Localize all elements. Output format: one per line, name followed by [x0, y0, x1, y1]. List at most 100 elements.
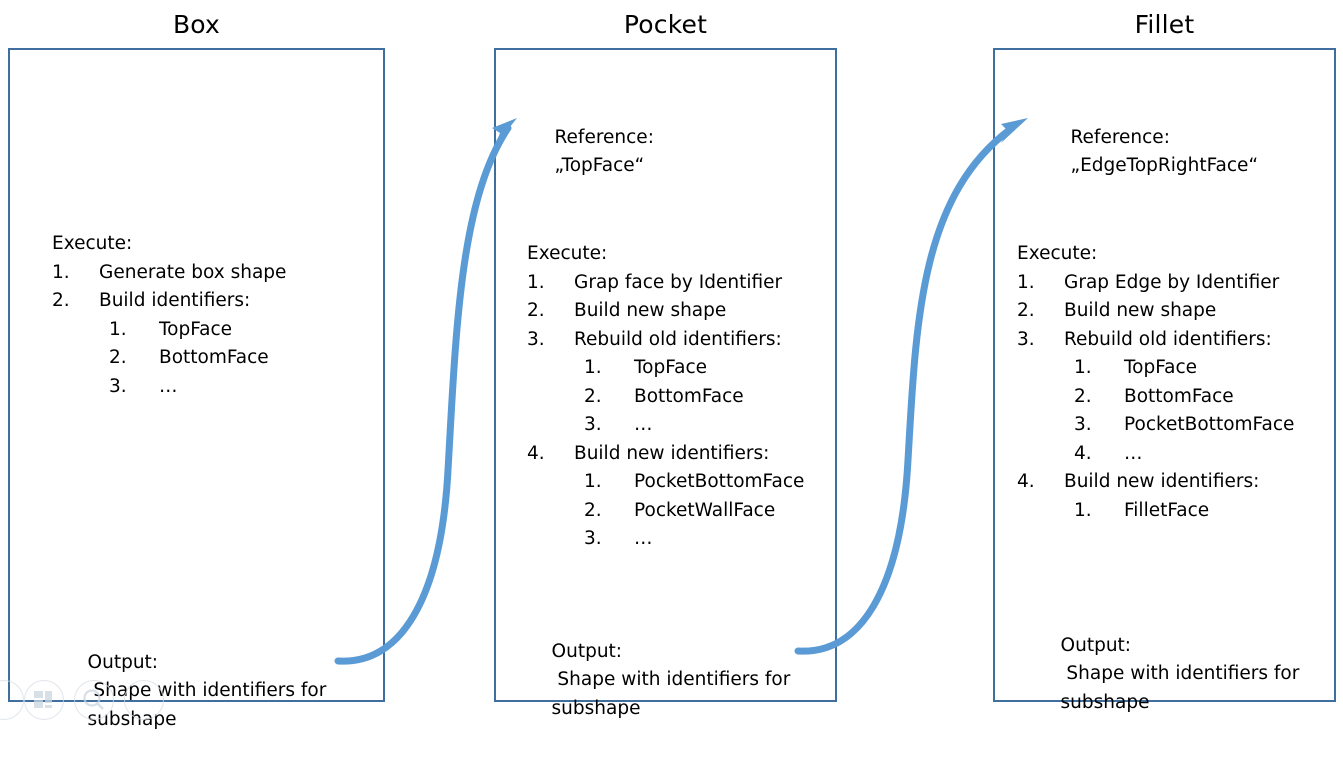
fillet-substep-3-4-number: 4. [1074, 442, 1092, 464]
fillet-substep-3-1: 1. TopFace [1074, 354, 1294, 383]
fillet-substep-3-2-text: BottomFace [1124, 385, 1234, 407]
pocket-step-2-number: 2. [527, 300, 545, 321]
box-step-2: 2. Build identifiers: [52, 287, 286, 316]
pocket-substep-3-2-number: 2. [584, 385, 602, 407]
pocket-substep-3-3-text: … [634, 414, 653, 435]
pocket-output-line-2: subshape [551, 697, 641, 719]
pocket-step-3-text: Rebuild old identifiers: [574, 328, 782, 350]
pocket-step-2-text: Build new shape [574, 300, 727, 321]
fillet-execute-block: Execute: 1. Grap Edge by Identifier 2. Bui… [1017, 240, 1294, 525]
layout-blocks-icon [24, 680, 64, 720]
diagram-canvas: Box Pocket Fillet Execute: 1. Generate bo… [0, 10, 1336, 730]
box-execute-block: Execute: 1. Generate box shape 2. Build id… [52, 230, 286, 401]
box-step-list: 1. Generate box shape 2. Build identifiers… [52, 259, 286, 402]
pocket-step-list: 1. Grap face by Identifier 2. Build new sh… [527, 269, 804, 554]
pocket-step-4-number: 4. [527, 442, 545, 464]
box-step-2-number: 2. [52, 290, 70, 311]
fillet-step-1: 1. Grap Edge by Identifier [1017, 269, 1294, 298]
pocket-output-label: Output: [551, 640, 623, 662]
box-substep-2-2: 2. BottomFace [109, 344, 286, 373]
fillet-step-1-text: Grap Edge by Identifier [1064, 271, 1280, 293]
magnifier-icon [74, 680, 114, 720]
fillet-substep-3-4-text: … [1124, 442, 1143, 464]
pocket-step-3: 3. Rebuild old identifiers: [527, 326, 804, 355]
pocket-substep-4-1-text: PocketBottomFace [634, 471, 805, 492]
fillet-step-3: 3. Rebuild old identifiers: [1017, 326, 1294, 355]
fillet-step-4-number: 4. [1017, 471, 1035, 492]
pocket-step-3-sublist: 1. TopFace 2. BottomFace 3. … [527, 354, 804, 440]
pocket-substep-4-1: 1. PocketBottomFace [584, 468, 804, 497]
fillet-step-3-number: 3. [1017, 328, 1035, 350]
pocket-substep-3-1: 1. TopFace [584, 354, 804, 383]
fillet-step-3-text: Rebuild old identifiers: [1064, 328, 1272, 350]
box-substep-2-3-number: 3. [109, 375, 127, 397]
pocket-substep-3-1-number: 1. [584, 357, 602, 378]
pocket-step-3-number: 3. [527, 328, 545, 350]
pocket-execute-block: Execute: 1. Grap face by Identifier 2. Bui… [527, 240, 804, 554]
fillet-substep-3-1-number: 1. [1074, 357, 1092, 378]
pocket-substep-3-3-number: 3. [584, 414, 602, 435]
pocket-reference-label: Reference: [554, 126, 654, 148]
fillet-output-label: Output: [1060, 634, 1132, 656]
fillet-step-4-sublist: 1. FilletFace [1017, 497, 1294, 526]
pocket-substep-3-1-text: TopFace [634, 357, 708, 378]
fillet-substep-3-4: 4. … [1074, 440, 1294, 469]
fillet-execute-label: Execute: [1017, 243, 1098, 264]
fillet-reference-label: Reference: [1070, 126, 1170, 148]
pocket-substep-3-3: 3. … [584, 411, 804, 440]
pocket-step-4: 4. Build new identifiers: [527, 440, 804, 469]
fillet-step-1-number: 1. [1017, 271, 1035, 293]
fillet-substep-4-1-number: 1. [1074, 499, 1092, 521]
column-title-box: Box [172, 10, 221, 39]
fillet-step-3-sublist: 1. TopFace 2. BottomFace 3. PocketBottomFac… [1017, 354, 1294, 468]
fillet-step-list: 1. Grap Edge by Identifier 2. Build new sh… [1017, 269, 1294, 526]
fillet-reference-block: Reference: „EdgeTopRightFace“ [1047, 95, 1259, 209]
pocket-output-line-1: Shape with identifiers for [551, 669, 791, 690]
pocket-reference-block: Reference: „TopFace“ [531, 95, 654, 209]
pocket-substep-4-2-text: PocketWallFace [634, 499, 776, 521]
fillet-step-2-number: 2. [1017, 300, 1035, 321]
fillet-substep-3-3-number: 3. [1074, 414, 1092, 435]
column-title-fillet: Fillet [1134, 10, 1195, 39]
pocket-step-4-text: Build new identifiers: [574, 442, 770, 464]
box-step-2-text: Build identifiers: [99, 290, 251, 311]
fillet-substep-3-2: 2. BottomFace [1074, 383, 1294, 412]
fillet-step-4-text: Build new identifiers: [1064, 471, 1260, 492]
pocket-substep-4-3: 3. … [584, 525, 804, 554]
fillet-substep-3-3-text: PocketBottomFace [1124, 414, 1295, 435]
pocket-output-block: Output: Shape with identifiers for subsh… [528, 609, 791, 752]
box-substep-2-1-text: TopFace [159, 318, 233, 340]
fillet-step-2-text: Build new shape [1064, 300, 1217, 321]
pocket-substep-4-2-number: 2. [584, 499, 602, 521]
box-step-2-sublist: 1.TopFace 2.BottomFace 3.… [52, 316, 286, 402]
pocket-step-4-sublist: 1. PocketBottomFace 2. PocketWallFace 3. … [527, 468, 804, 554]
pocket-substep-4-2: 2. PocketWallFace [584, 497, 804, 526]
fillet-substep-3-1-text: TopFace [1124, 357, 1198, 378]
fillet-substep-3-3: 3. PocketBottomFace [1074, 411, 1294, 440]
fillet-substep-4-1: 1. FilletFace [1074, 497, 1294, 526]
pocket-step-2: 2. Build new shape [527, 297, 804, 326]
partial-circle-right-icon [124, 680, 164, 720]
box-step-1-text: Generate box shape [99, 261, 287, 283]
box-step-1-number: 1. [52, 261, 70, 283]
box-substep-2-3-text: … [159, 375, 178, 397]
fillet-substep-3-2-number: 2. [1074, 385, 1092, 407]
box-output-label: Output: [87, 651, 159, 673]
column-title-pocket: Pocket [623, 10, 708, 39]
pocket-substep-4-1-number: 1. [584, 471, 602, 492]
pocket-substep-3-2-text: BottomFace [634, 385, 744, 407]
box-substep-2-2-number: 2. [109, 347, 127, 368]
pocket-substep-3-2: 2. BottomFace [584, 383, 804, 412]
box-substep-2-2-text: BottomFace [159, 347, 269, 368]
pocket-step-1-number: 1. [527, 271, 545, 293]
box-substep-2-3: 3. … [109, 373, 286, 402]
fillet-substep-4-1-text: FilletFace [1124, 499, 1210, 521]
box-execute-label: Execute: [52, 233, 133, 254]
pocket-substep-4-3-number: 3. [584, 528, 602, 549]
pocket-reference-value: „TopFace“ [554, 155, 645, 176]
fillet-step-4: 4. Build new identifiers: [1017, 468, 1294, 497]
pocket-execute-label: Execute: [527, 243, 608, 264]
box-step-1: 1. Generate box shape [52, 259, 286, 288]
pocket-substep-4-3-text: … [634, 528, 653, 549]
pocket-step-1-text: Grap face by Identifier [574, 271, 783, 293]
